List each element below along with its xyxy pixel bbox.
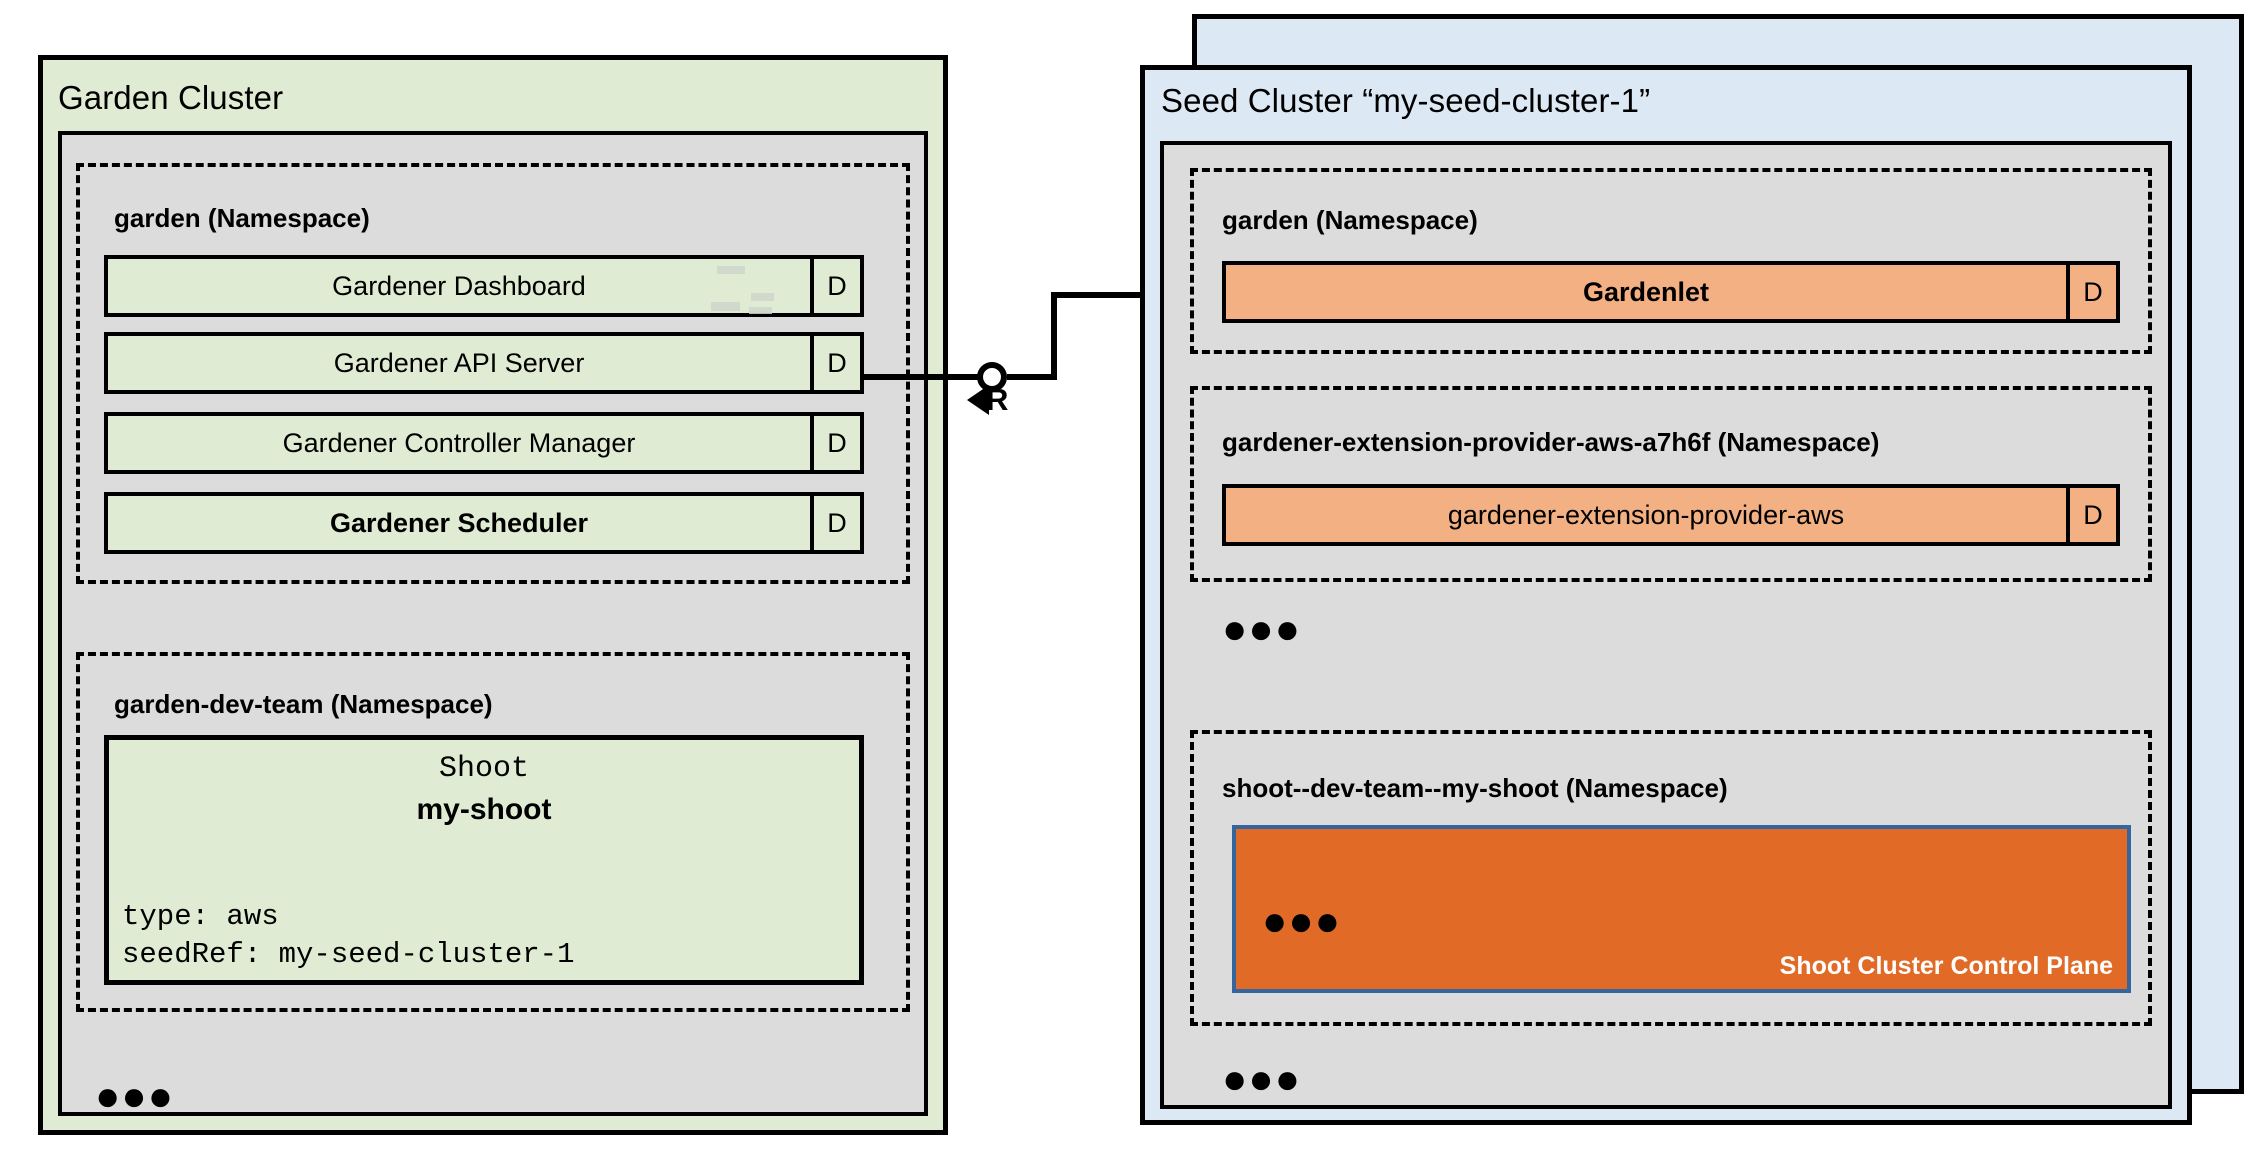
- connector-socket: [977, 362, 1007, 392]
- seed-namespace-garden: [1190, 168, 2152, 354]
- seed-namespace-extension-provider-aws-title: gardener-extension-provider-aws-a7h6f (N…: [1222, 427, 1880, 457]
- shoot-cluster-control-plane[interactable]: Shoot Cluster Control Plane: [1232, 825, 2131, 993]
- seed-namespace-garden-title: garden (Namespace): [1222, 205, 1478, 235]
- pod-gardener-controller-manager[interactable]: Gardener Controller Manager D: [104, 412, 864, 474]
- connector-label: R: [986, 382, 1009, 417]
- pod-gardenlet-label: Gardenlet: [1582, 276, 1710, 307]
- pod-gardener-scheduler-label: Gardener Scheduler: [329, 507, 589, 538]
- garden-namespace-garden: [76, 163, 910, 584]
- connector-segment-mid: [1007, 374, 1057, 380]
- pod-gardener-dashboard-kind: D: [810, 259, 860, 313]
- pod-gardener-extension-provider-aws-label: gardener-extension-provider-aws: [1447, 499, 1845, 530]
- pod-gardener-api-server-kind: D: [810, 336, 860, 390]
- garden-more-indicator: ●●●: [95, 1072, 175, 1119]
- shoot-resource-name: my-shoot: [416, 793, 552, 826]
- seed-more-indicator-middle: ●●●: [1222, 605, 1302, 652]
- scan-artifact: [717, 266, 745, 274]
- garden-cluster-title: Garden Cluster: [58, 79, 284, 116]
- pod-gardener-controller-manager-kind: D: [810, 416, 860, 470]
- pod-gardener-api-server[interactable]: Gardener API Server D: [104, 332, 864, 394]
- seed-more-indicator-bottom: ●●●: [1222, 1055, 1302, 1102]
- scan-artifact: [711, 302, 740, 311]
- pod-gardener-dashboard-label: Gardener Dashboard: [332, 270, 586, 301]
- connector-segment-vertical: [1051, 292, 1057, 380]
- seed-namespace-shoot-dev-team-my-shoot-title: shoot--dev-team--my-shoot (Namespace): [1222, 773, 1728, 803]
- shoot-cluster-control-plane-label: Shoot Cluster Control Plane: [1779, 952, 2113, 980]
- shoot-resource-kind: Shoot: [438, 752, 529, 786]
- pod-gardener-extension-provider-aws-kind: D: [2066, 488, 2116, 542]
- scan-artifact: [751, 293, 774, 301]
- scan-artifact: [749, 307, 772, 314]
- pod-gardener-extension-provider-aws[interactable]: gardener-extension-provider-aws D: [1222, 484, 2120, 546]
- connector-segment-right: [1051, 292, 1221, 298]
- pod-gardenlet-kind: D: [2066, 265, 2116, 319]
- seed-namespace-extension-provider-aws: [1190, 386, 2152, 582]
- pod-gardener-controller-manager-label: Gardener Controller Manager: [282, 427, 636, 458]
- shoot-resource-spec: type: aws seedRef: my-seed-cluster-1: [122, 900, 575, 972]
- pod-gardener-api-server-label: Gardener API Server: [333, 347, 585, 378]
- shoot-resource-card[interactable]: [104, 735, 864, 985]
- seed-namespace-shoot-dev-team-my-shoot: [1190, 730, 2152, 1026]
- connector-segment-left: [864, 374, 984, 380]
- garden-namespace-dev-team-title: garden-dev-team (Namespace): [114, 689, 493, 719]
- garden-namespace-dev-team: [76, 652, 910, 1012]
- connector-arrow-icon: [967, 385, 989, 415]
- pod-gardener-scheduler-kind: D: [810, 496, 860, 550]
- control-plane-more-indicator: ●●●: [1262, 897, 1342, 944]
- pod-gardenlet[interactable]: Gardenlet D: [1222, 261, 2120, 323]
- seed-cluster-title: Seed Cluster “my-seed-cluster-1”: [1161, 82, 1651, 119]
- pod-gardener-scheduler[interactable]: Gardener Scheduler D: [104, 492, 864, 554]
- garden-namespace-garden-title: garden (Namespace): [114, 203, 370, 233]
